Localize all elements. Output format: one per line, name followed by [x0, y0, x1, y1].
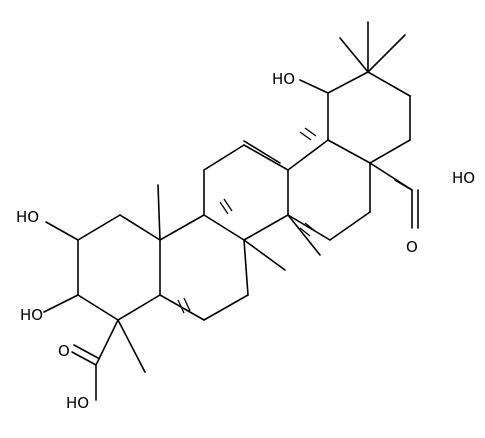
ring-e-bonds [327, 21, 411, 164]
ring-d-bonds [287, 139, 371, 241]
oh-label-c2: HO [16, 208, 39, 226]
oh-label-acid-left: HO [66, 394, 89, 412]
carboxyl-left: O HO [58, 319, 119, 412]
ring-b-bonds [159, 214, 249, 321]
o-label-acid-left: O [58, 342, 70, 360]
hydroxyl-c19: HO [272, 70, 329, 94]
oh-label-acid-right: HO [452, 169, 475, 187]
hydroxyl-c2: HO [16, 208, 79, 241]
oh-label-c3: HO [20, 306, 43, 324]
oh-label-c19: HO [272, 70, 295, 88]
carboxyl-right: HO O [369, 162, 475, 256]
methyl-bonds [117, 184, 321, 373]
ring-c-bonds [203, 140, 289, 241]
hydroxyl-c3: HO [20, 294, 79, 324]
stereo-hash-bonds [177, 127, 317, 314]
ring-a-bonds [77, 214, 161, 321]
o-label-acid-right: O [406, 238, 418, 256]
